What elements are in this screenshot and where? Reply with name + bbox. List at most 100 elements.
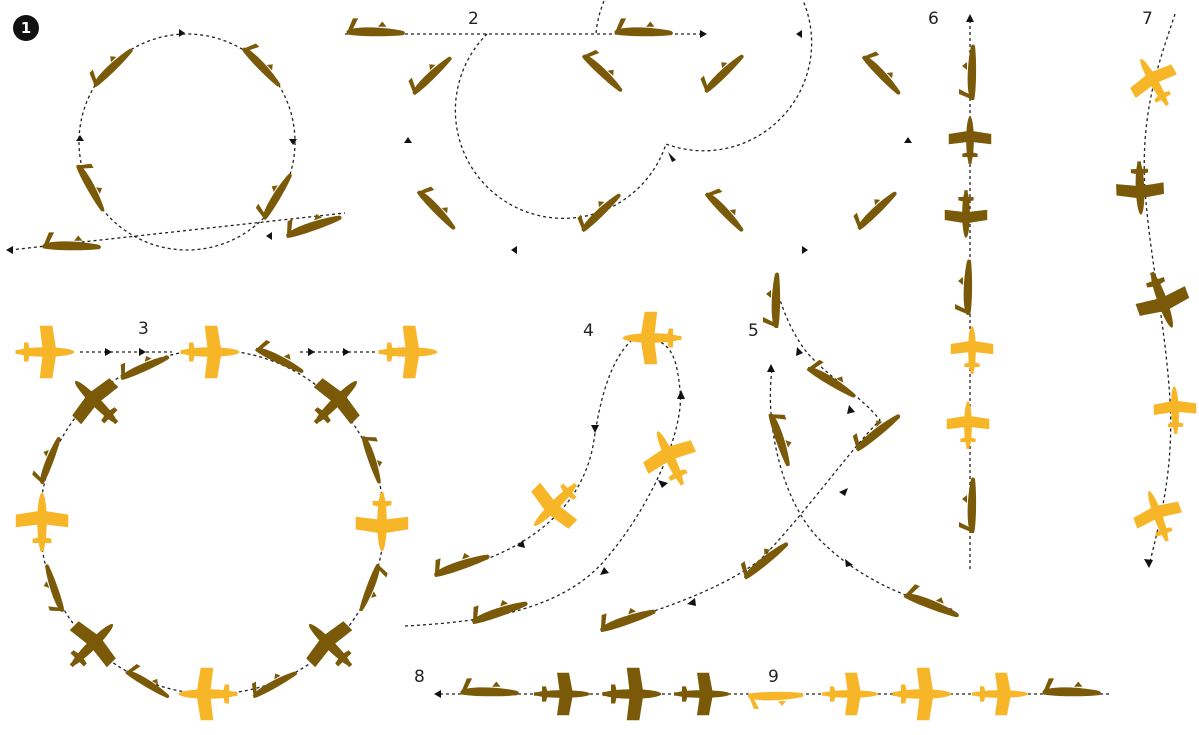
- stall-turn-figure: 5: [595, 272, 964, 635]
- arrow-head: [767, 364, 775, 372]
- plane-top: [355, 492, 409, 552]
- plane-side: [247, 661, 299, 700]
- stall-turn-path-b: [769, 369, 956, 611]
- arrow-head: [845, 559, 853, 567]
- cuban-eight-path: [345, 0, 813, 220]
- arrow-head: [6, 246, 13, 254]
- plane-top: [15, 325, 75, 379]
- plane-side: [281, 203, 343, 241]
- maneuver-label-4: 4: [583, 321, 594, 341]
- arrow-head: [847, 405, 855, 414]
- arrow-head: [966, 14, 974, 22]
- plane-side: [595, 597, 657, 635]
- plane-side: [85, 39, 135, 89]
- arrow-head: [600, 567, 609, 575]
- barrel-roll-figure: 3: [15, 319, 438, 721]
- plane-top: [52, 605, 132, 685]
- plane-side: [696, 45, 746, 95]
- arrow-head: [796, 30, 802, 38]
- plane-top: [534, 672, 590, 716]
- arrow-head: [404, 137, 412, 143]
- plane-top: [944, 190, 988, 238]
- plane-top: [180, 325, 240, 379]
- plane-side: [34, 563, 67, 616]
- arrow-head: [700, 30, 707, 38]
- arrow-head: [839, 488, 848, 496]
- plane-side: [415, 182, 465, 232]
- plane-top: [972, 672, 1028, 716]
- plane-side: [959, 44, 977, 100]
- maneuver-label-2: 2: [468, 9, 479, 29]
- plane-side: [849, 182, 899, 232]
- plane-side: [467, 589, 529, 627]
- plane-side: [30, 432, 62, 485]
- arrow-head: [517, 540, 525, 548]
- plane-side: [955, 259, 973, 315]
- plane-top: [378, 325, 438, 379]
- arrow-head: [904, 137, 912, 143]
- arrow-head: [802, 246, 808, 254]
- arrow-head: [511, 246, 517, 254]
- plane-side: [254, 337, 309, 375]
- plane-side: [404, 47, 454, 97]
- plane-side: [124, 661, 176, 700]
- arrow-head: [591, 425, 599, 433]
- arrow-head: [658, 480, 668, 488]
- plane-top: [1126, 482, 1190, 550]
- arrow-head: [76, 135, 84, 141]
- plane-side: [460, 678, 519, 697]
- plane-top: [290, 605, 370, 685]
- plane-side: [805, 356, 863, 400]
- arrow-head: [308, 348, 315, 356]
- plane-side: [848, 404, 902, 454]
- maneuver-label-5: 5: [748, 321, 759, 341]
- plane-top: [178, 667, 238, 721]
- plane-side: [358, 563, 390, 616]
- plane-side: [703, 184, 753, 234]
- plane-top: [1120, 47, 1188, 117]
- plane-side: [253, 167, 294, 221]
- plane-top: [948, 116, 992, 164]
- maneuver-label-9: 9: [768, 667, 779, 687]
- plane-side: [748, 691, 804, 709]
- plane-top: [822, 672, 878, 716]
- descending-roll-figure: 7: [1115, 9, 1198, 568]
- plane-top: [946, 401, 990, 449]
- horizontal-roll-figure: 8 9: [414, 667, 1110, 721]
- figure-badge: [13, 15, 39, 41]
- hammerhead-path-up: [404, 339, 682, 627]
- hammerhead-figure: 4: [404, 311, 707, 627]
- plane-side: [580, 46, 631, 94]
- plane-top: [950, 326, 994, 374]
- maneuver-label-7: 7: [1142, 9, 1153, 29]
- arrow-head: [266, 232, 272, 240]
- plane-side: [240, 39, 290, 89]
- arrow-head: [677, 390, 685, 399]
- arrow-head: [289, 139, 297, 145]
- plane-side: [902, 582, 964, 619]
- plane-side: [42, 232, 101, 251]
- figure-number-badge: 1: [21, 19, 31, 37]
- plane-side: [959, 477, 977, 533]
- plane-side: [573, 184, 623, 234]
- plane-top: [15, 492, 69, 552]
- plane-top: [892, 667, 952, 721]
- plane-top: [1115, 160, 1165, 216]
- plane-side: [346, 18, 405, 37]
- maneuver-label-8: 8: [414, 667, 425, 687]
- plane-top: [1152, 385, 1198, 435]
- plane-top: [515, 465, 595, 545]
- plane-side: [74, 158, 115, 213]
- plane-side: [614, 18, 673, 37]
- vertical-roll-figure: 6: [928, 9, 994, 572]
- plane-side: [763, 272, 781, 328]
- arrow-head: [434, 690, 441, 698]
- plane-top: [602, 667, 662, 721]
- arrow-head: [179, 29, 185, 37]
- plane-side: [1042, 678, 1101, 697]
- loop-figure: 1: [6, 15, 346, 254]
- plane-side: [766, 409, 802, 468]
- hammerhead-path-down: [459, 339, 633, 569]
- cuban-eight-figure: 2: [345, 0, 912, 254]
